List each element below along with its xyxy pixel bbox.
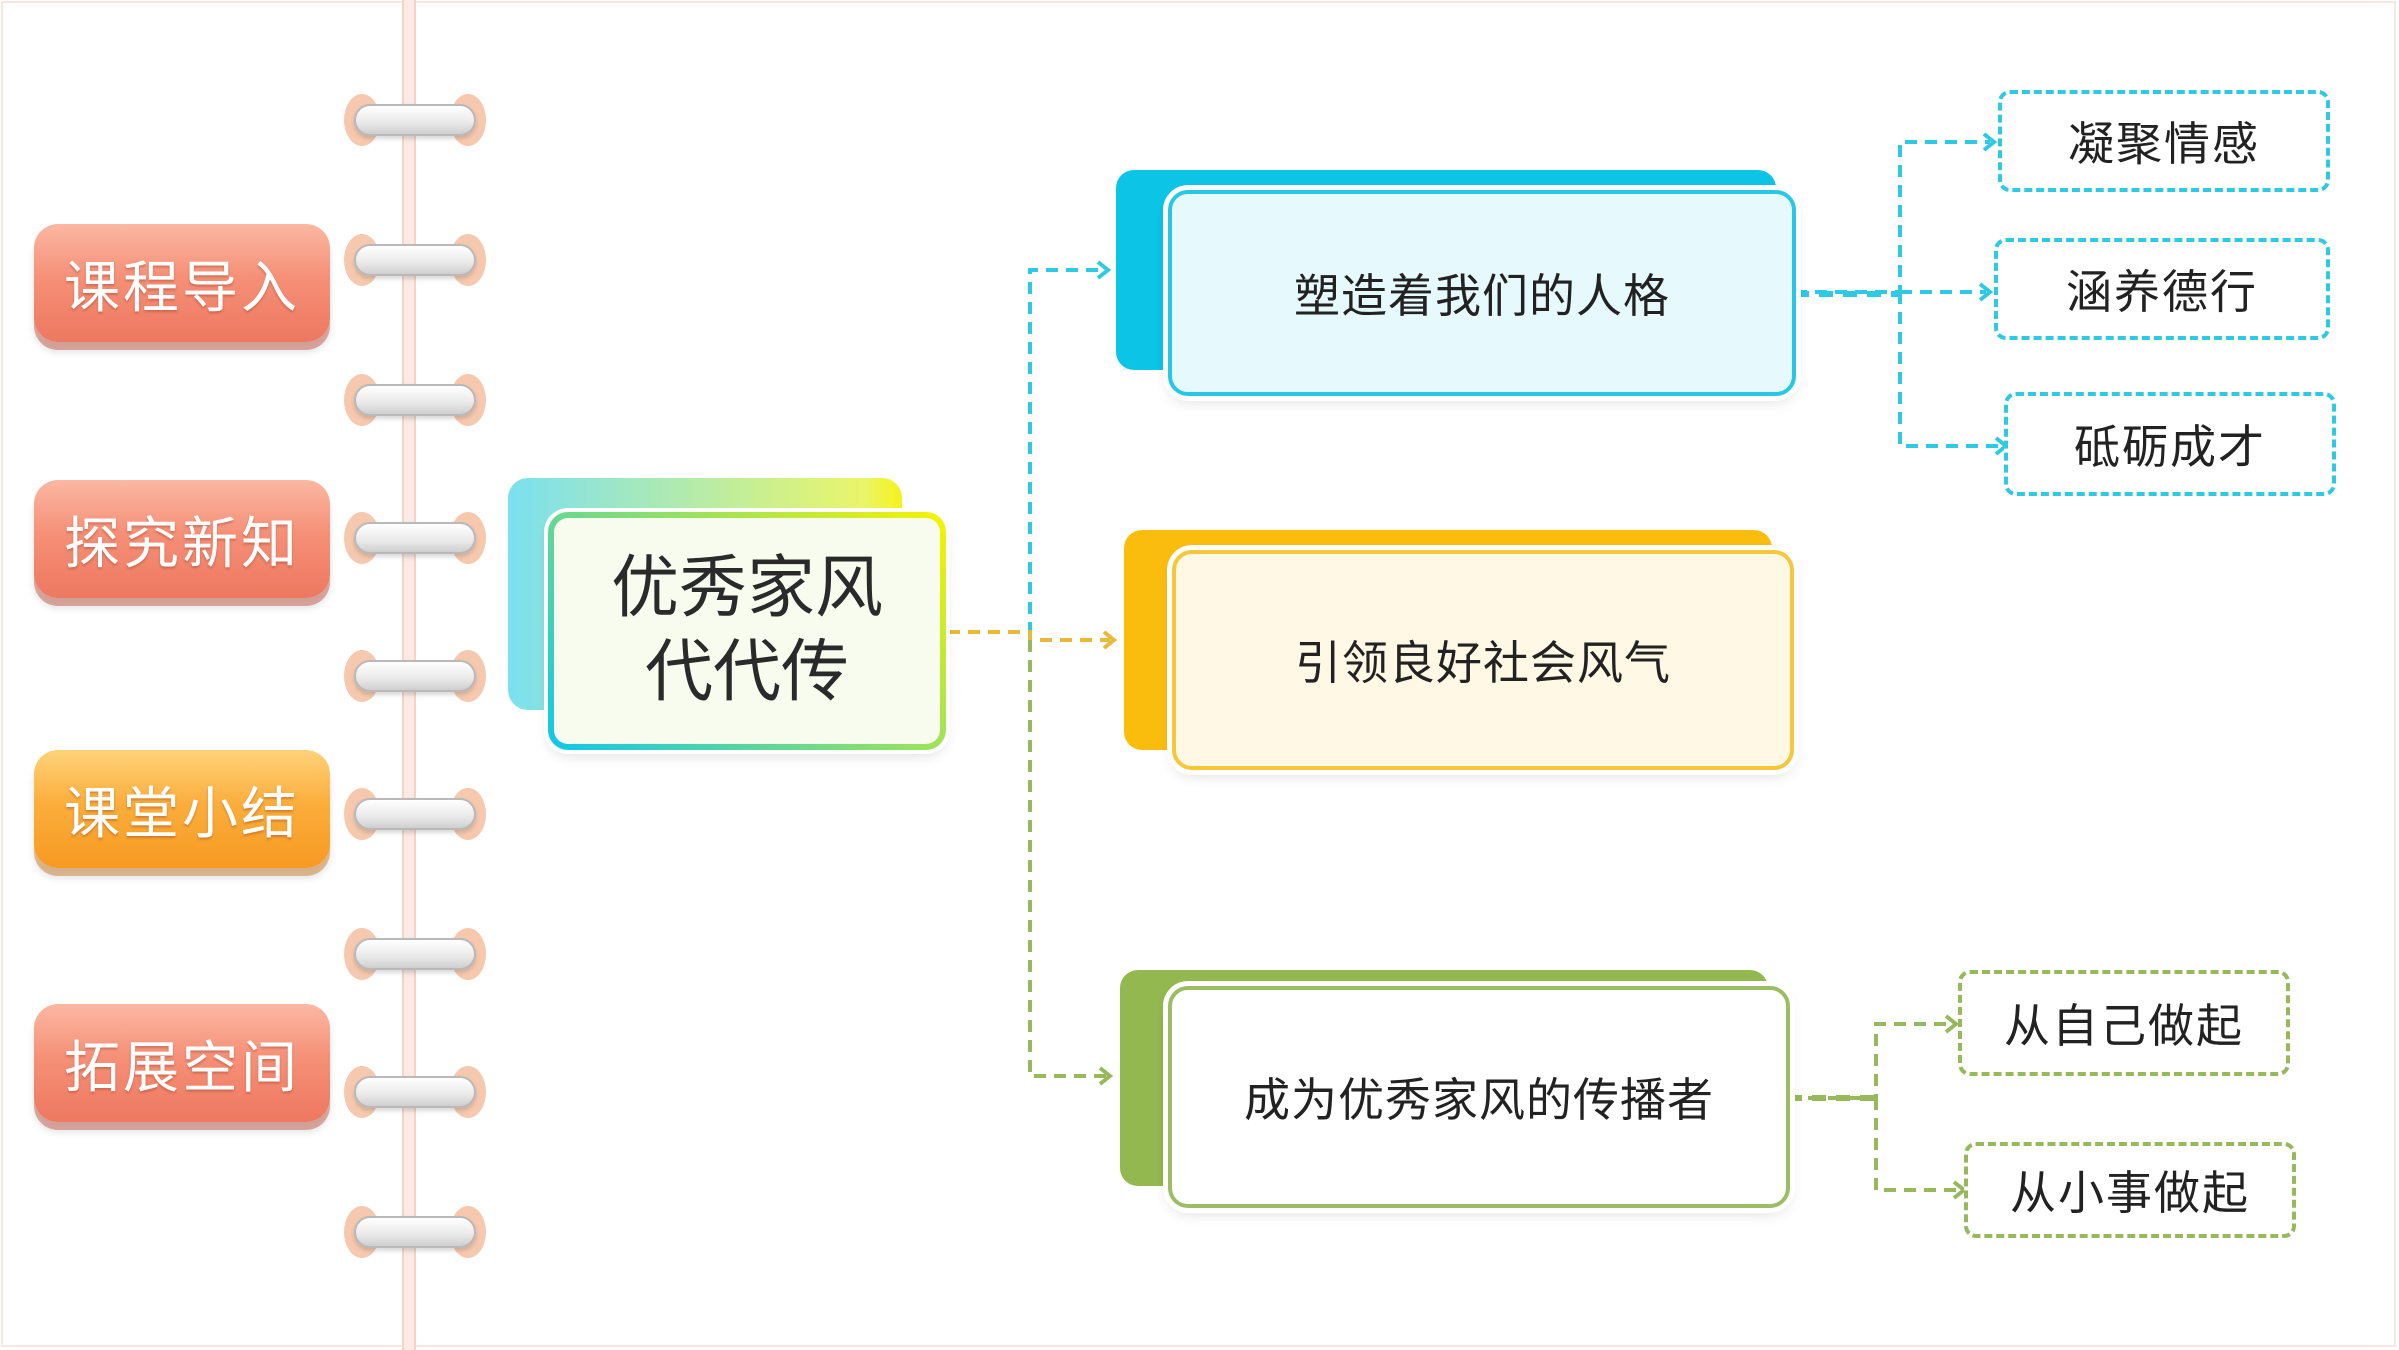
binder-ring	[344, 648, 486, 704]
leaf-node: 从自己做起	[1958, 970, 2290, 1076]
nav-button-label: 探究新知	[64, 511, 300, 577]
binder-ring	[344, 92, 486, 148]
leaf-node-label: 砥砺成才	[2074, 420, 2266, 474]
branch-node-label: 塑造着我们的人格	[1294, 269, 1670, 323]
nav-button-summary[interactable]: 课堂小结	[34, 750, 330, 868]
branch-node-label: 成为优秀家风的传播者	[1244, 1073, 1714, 1127]
connector-leaf-1	[1795, 140, 1990, 294]
binder-ring	[344, 926, 486, 982]
nav-button-extension[interactable]: 拓展空间	[34, 1004, 330, 1122]
leaf-node-label: 涵养德行	[2066, 265, 2258, 319]
connector-leaf-5	[1874, 1098, 1960, 1192]
connector-branch-2	[948, 630, 1110, 642]
arrowhead-icon	[1978, 282, 1994, 302]
leaf-node: 凝聚情感	[1998, 90, 2330, 192]
binder-ring	[344, 786, 486, 842]
connector-branch-1	[948, 268, 1104, 634]
leaf-node-label: 凝聚情感	[2068, 117, 2260, 171]
arrowhead-icon	[1096, 260, 1112, 280]
branch-node-3: 成为优秀家风的传播者	[1168, 986, 1790, 1208]
branch-node-1: 塑造着我们的人格	[1168, 190, 1796, 396]
leaf-node: 从小事做起	[1964, 1142, 2296, 1238]
arrowhead-icon	[1102, 630, 1118, 650]
nav-button-explore[interactable]: 探究新知	[34, 480, 330, 598]
arrowhead-icon	[1098, 1066, 1114, 1086]
branch-node-2: 引领良好社会风气	[1172, 550, 1794, 770]
binder-ring	[344, 372, 486, 428]
connector-branch-3	[1028, 640, 1106, 1078]
binder-ring	[344, 1204, 486, 1260]
leaf-node-label: 从小事做起	[2010, 1166, 2250, 1220]
leaf-node: 涵养德行	[1994, 238, 2330, 340]
central-node-label: 优秀家风 代代传	[610, 549, 883, 712]
nav-button-intro[interactable]: 课程导入	[34, 224, 330, 342]
nav-button-label: 课程导入	[64, 255, 300, 321]
nav-button-label: 课堂小结	[64, 781, 300, 847]
binder-ring	[344, 232, 486, 288]
leaf-node: 砥砺成才	[2004, 392, 2336, 496]
arrowhead-icon	[1982, 132, 1998, 152]
binder-ring	[344, 510, 486, 566]
leaf-node-label: 从自己做起	[2004, 999, 2244, 1053]
arrowhead-icon	[1944, 1014, 1960, 1034]
connector-leaf-4	[1788, 1022, 1952, 1100]
binder-ring	[344, 1064, 486, 1120]
nav-button-label: 拓展空间	[64, 1035, 300, 1101]
connector-leaf-3	[1898, 292, 2002, 448]
central-node: 优秀家风 代代传	[548, 512, 946, 750]
branch-node-label: 引领良好社会风气	[1295, 636, 1671, 690]
